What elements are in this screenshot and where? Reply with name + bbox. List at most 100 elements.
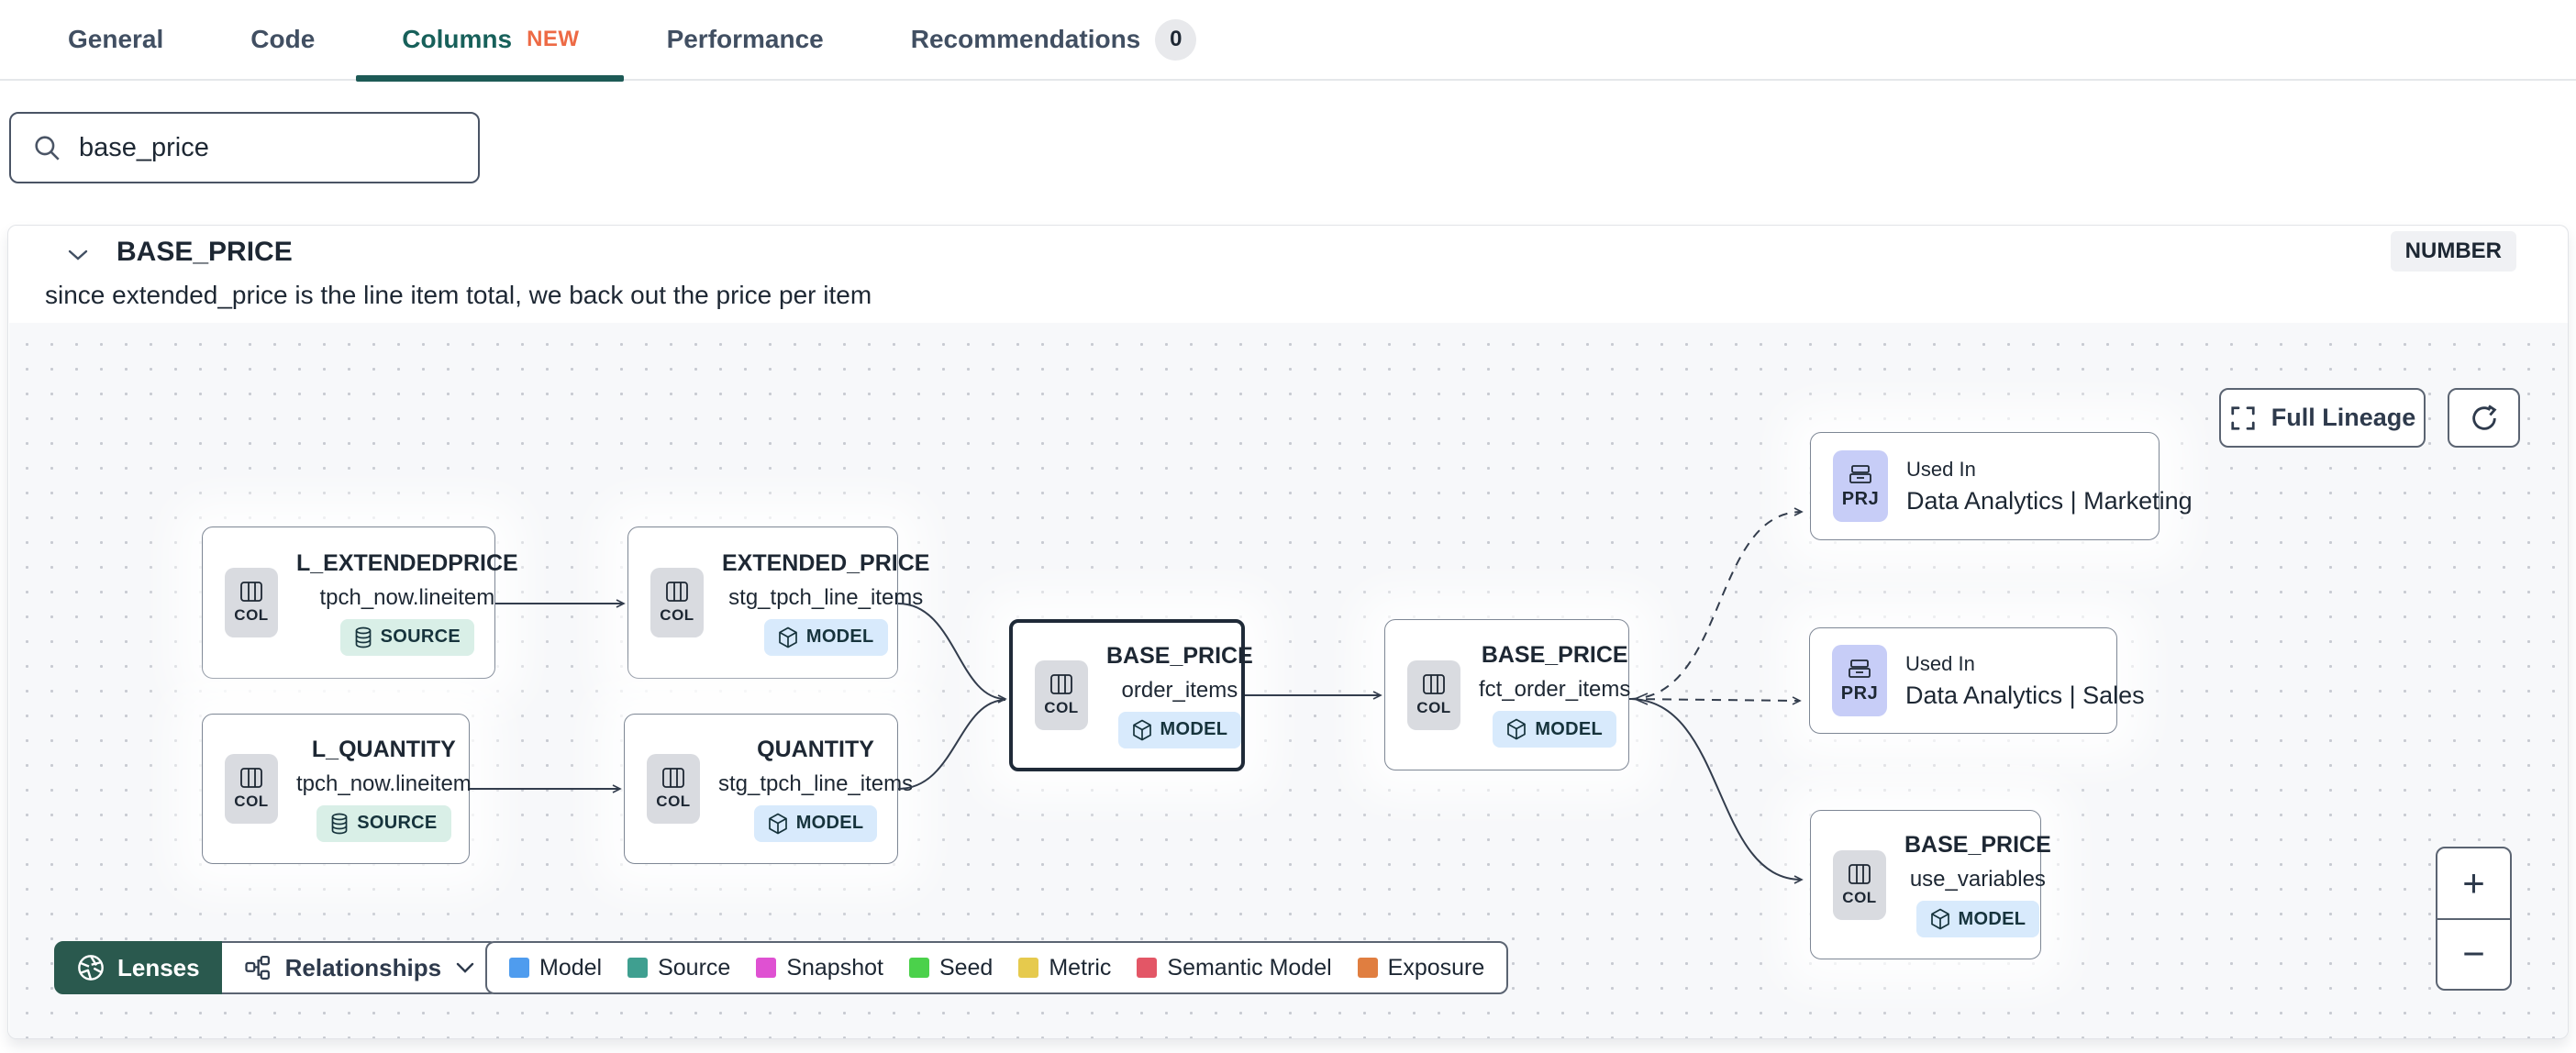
- columns-icon: [665, 581, 689, 603]
- tab-recommendations[interactable]: Recommendations 0: [911, 0, 1197, 80]
- cube-icon: [778, 626, 798, 648]
- lineage-toolbar: Lenses Relationships: [54, 941, 500, 994]
- lenses-button[interactable]: Lenses: [54, 941, 222, 994]
- used-in-label: Used In: [1906, 457, 1976, 481]
- lineage-node-base-price-fct-order-items[interactable]: COL BASE_PRICE fct_order_items MODEL: [1384, 619, 1631, 770]
- column-chip: COL: [1407, 660, 1460, 730]
- resource-badge: SOURCE: [316, 804, 451, 842]
- resource-badge: MODEL: [1117, 711, 1242, 748]
- legend-swatch: [1018, 958, 1039, 978]
- zoom-controls: + −: [2436, 847, 2512, 991]
- column-chip: COL: [1035, 660, 1088, 730]
- project-chip: PRJ: [1833, 450, 1888, 522]
- node-subtitle: tpch_now.lineitem: [296, 770, 472, 796]
- lineage-node-base-price-order-items[interactable]: COL BASE_PRICE order_items MODEL: [1009, 619, 1253, 771]
- legend-swatch: [908, 958, 929, 978]
- column-search[interactable]: [9, 112, 480, 183]
- tab-code[interactable]: Code: [250, 0, 315, 80]
- chip-label: COL: [1842, 888, 1877, 906]
- node-title: QUANTITY: [757, 736, 874, 762]
- node-title: EXTENDED_PRICE: [722, 549, 930, 576]
- archive-icon: [1849, 463, 1872, 485]
- relationships-select[interactable]: Relationships: [221, 941, 500, 994]
- column-type-badge: NUMBER: [2390, 231, 2516, 272]
- lineage-canvas[interactable]: COL L_EXTENDEDPRICE tpch_now.lineitem SO…: [9, 323, 2568, 1038]
- node-title: Data Analytics | Sales: [1905, 681, 2145, 709]
- node-subtitle: stg_tpch_line_items: [718, 770, 914, 796]
- tab-label: General: [68, 25, 164, 53]
- refresh-button[interactable]: [2448, 388, 2520, 448]
- chip-label: PRJ: [1841, 488, 1880, 509]
- resource-label: SOURCE: [380, 626, 461, 647]
- minus-icon: −: [2462, 932, 2485, 976]
- resource-label: MODEL: [1958, 908, 2026, 929]
- chevron-down-icon: [66, 248, 90, 262]
- node-subtitle: stg_tpch_line_items: [728, 584, 924, 610]
- node-subtitle: fct_order_items: [1479, 677, 1631, 702]
- columns-icon: [1848, 863, 1871, 885]
- tab-columns[interactable]: Columns NEW: [356, 0, 624, 82]
- chip-label: PRJ: [1840, 682, 1879, 704]
- node-subtitle: tpch_now.lineitem: [319, 584, 495, 610]
- columns-icon: [1422, 673, 1446, 695]
- chip-label: COL: [234, 606, 269, 624]
- chip-label: COL: [656, 793, 691, 810]
- new-badge: NEW: [527, 27, 580, 51]
- lineage-node-extended-price[interactable]: COL EXTENDED_PRICE stg_tpch_line_items M…: [627, 526, 929, 679]
- full-lineage-label: Full Lineage: [2271, 404, 2416, 431]
- legend-label: Semantic Model: [1167, 954, 1332, 981]
- chip-label: COL: [234, 793, 269, 810]
- lineage-node-quantity[interactable]: COL QUANTITY stg_tpch_line_items MODEL: [624, 714, 913, 864]
- aperture-icon: [76, 953, 105, 982]
- lineage-node-used-in-sales[interactable]: PRJ Used In Data Analytics | Sales: [1809, 627, 2145, 734]
- column-card: BASE_PRICE NUMBER since extended_price i…: [7, 225, 2569, 1039]
- columns-icon: [239, 767, 263, 789]
- column-name: BASE_PRICE: [117, 237, 293, 267]
- full-lineage-button[interactable]: Full Lineage: [2219, 388, 2426, 448]
- resource-label: SOURCE: [357, 813, 438, 833]
- column-chip: COL: [1833, 849, 1886, 920]
- legend-label: Model: [539, 954, 603, 981]
- tab-label: Performance: [666, 25, 824, 53]
- legend-swatch: [509, 958, 529, 978]
- lenses-label: Lenses: [117, 953, 200, 981]
- collapse-button[interactable]: [61, 238, 94, 272]
- resource-badge: MODEL: [753, 804, 878, 842]
- legend-item-exposure: Exposure: [1357, 955, 1484, 981]
- tab-bar: General Code Columns NEW Performance Rec…: [0, 0, 2576, 82]
- lineage-node-l-extendedprice[interactable]: COL L_EXTENDEDPRICE tpch_now.lineitem SO…: [202, 526, 518, 679]
- search-input[interactable]: [79, 132, 458, 163]
- legend-swatch: [756, 958, 777, 978]
- legend-item-source: Source: [627, 955, 730, 981]
- resource-label: MODEL: [805, 626, 874, 647]
- tab-performance[interactable]: Performance: [667, 0, 824, 80]
- legend-label: Snapshot: [786, 954, 883, 981]
- fullscreen-icon: [2229, 405, 2257, 432]
- resource-badge: SOURCE: [339, 618, 475, 656]
- tab-general[interactable]: General: [68, 0, 163, 80]
- node-title: L_EXTENDEDPRICE: [296, 549, 518, 576]
- zoom-out-button[interactable]: −: [2437, 920, 2510, 990]
- chip-label: COL: [660, 606, 694, 624]
- tab-label: Columns: [402, 25, 513, 53]
- zoom-in-button[interactable]: +: [2437, 848, 2510, 920]
- legend-item-semantic-model: Semantic Model: [1137, 954, 1332, 981]
- lineage-node-base-price-use-variables[interactable]: COL BASE_PRICE use_variables MODEL: [1810, 810, 2051, 959]
- lineage-edges: [470, 507, 1804, 884]
- legend-swatch: [1137, 958, 1158, 978]
- project-chip: PRJ: [1832, 645, 1887, 716]
- resource-label: MODEL: [795, 813, 864, 833]
- relationships-icon: [244, 954, 272, 981]
- column-chip: COL: [225, 568, 278, 637]
- legend-item-snapshot: Snapshot: [756, 955, 883, 981]
- search-icon: [31, 132, 62, 163]
- refresh-icon: [2469, 403, 2500, 434]
- resource-badge: MODEL: [1915, 901, 2040, 937]
- database-icon: [330, 813, 349, 835]
- tab-label: Code: [250, 25, 316, 53]
- lineage-node-l-quantity[interactable]: COL L_QUANTITY tpch_now.lineitem SOURCE: [202, 714, 472, 864]
- lineage-node-used-in-marketing[interactable]: PRJ Used In Data Analytics | Marketing: [1810, 432, 2193, 540]
- column-description: since extended_price is the line item to…: [45, 281, 872, 309]
- resource-badge: MODEL: [763, 618, 888, 656]
